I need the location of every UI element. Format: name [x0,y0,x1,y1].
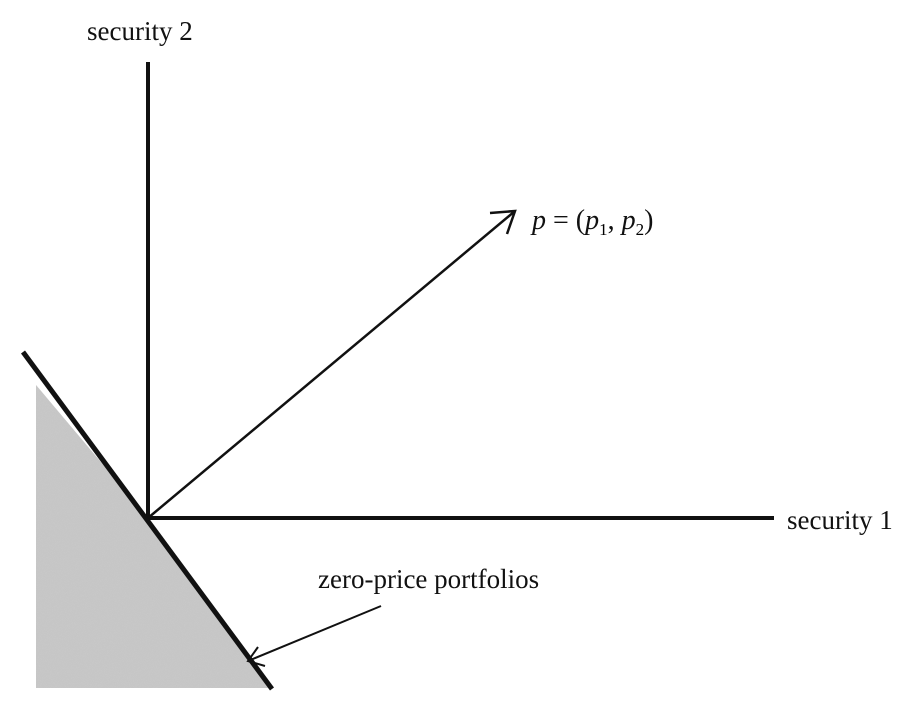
y-axis-label: security 2 [87,16,193,46]
zero-price-label: zero-price portfolios [318,564,539,594]
x-axis-label: security 1 [787,505,893,535]
vector-subscript-2: 2 [636,220,645,239]
zero-price-line [20,350,275,691]
vector-close-paren: ) [644,205,653,236]
price-vector-arrow [147,209,517,519]
vector-component-1: p [583,205,599,236]
vector-equals: = ( [546,205,585,236]
annotation-arrow [246,605,382,667]
vector-component-2: p [620,205,636,236]
vector-separator: , [608,205,622,236]
vector-symbol: p [530,205,546,236]
vector-label: p = (p1, p2) [530,205,653,239]
vector-subscript-1: 1 [599,220,608,239]
